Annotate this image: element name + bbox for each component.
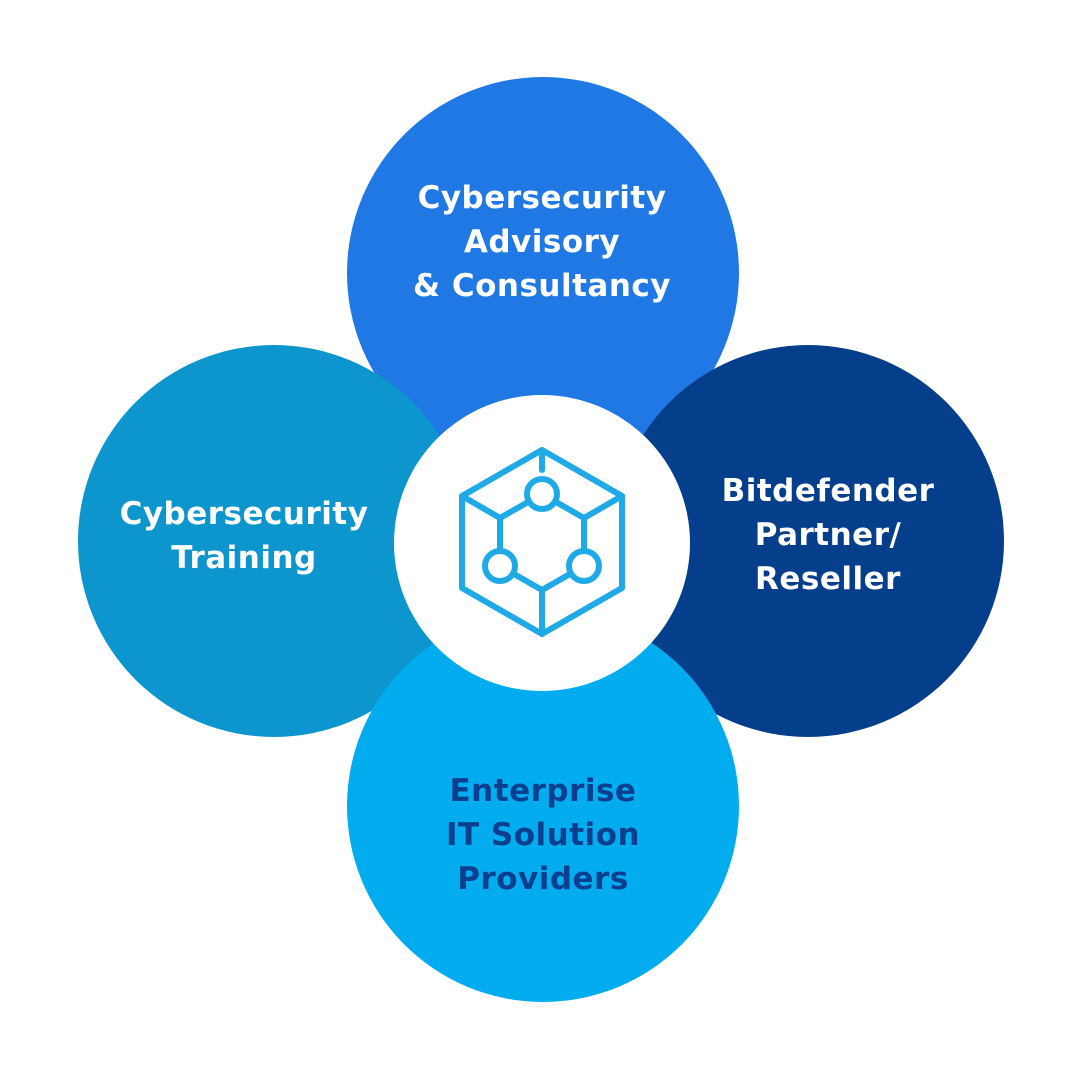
circle-label: Enterprise IT Solution Providers — [446, 769, 640, 901]
label-line: Partner/ — [754, 517, 902, 553]
label-line: Advisory — [463, 224, 621, 260]
center-hub — [394, 395, 690, 691]
label-line: & Consultancy — [413, 268, 671, 304]
label-line: Cybersecurity — [119, 496, 369, 532]
circle-label: Cybersecurity Training — [120, 492, 369, 580]
label-line: Bitdefender — [721, 473, 935, 509]
label-line: Providers — [457, 861, 629, 897]
label-line: Cybersecurity — [417, 180, 667, 216]
label-line: IT Solution — [445, 817, 641, 853]
hexagon-network-icon — [459, 447, 625, 637]
label-line: Training — [171, 540, 317, 576]
circle-label: Cybersecurity Advisory & Consultancy — [413, 176, 671, 308]
circle-enterprise-it: Enterprise IT Solution Providers — [347, 610, 739, 1002]
label-line: Enterprise — [449, 773, 637, 809]
circle-label: Bitdefender Partner/ Reseller — [722, 469, 935, 601]
label-line: Reseller — [755, 561, 901, 597]
